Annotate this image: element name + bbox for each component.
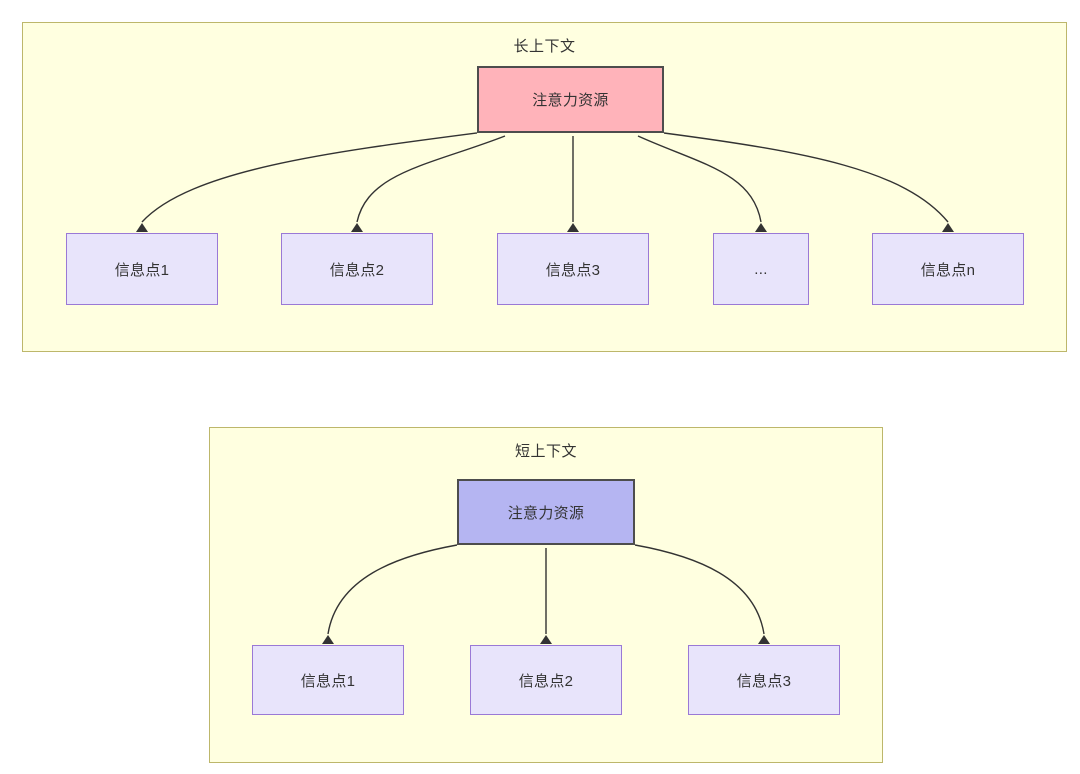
long-context-info-node-1[interactable]: 信息点1 [66,233,218,305]
short-context-attention-node[interactable]: 注意力资源 [457,479,635,545]
short-context-attention-label: 注意力资源 [507,504,585,522]
short-context-info-node-2-label: 信息点2 [518,672,574,690]
long-context-info-node-ellipsis-label: ... [754,260,768,278]
long-context-attention-label: 注意力资源 [532,92,609,109]
long-context-info-node-3[interactable]: 信息点3 [497,233,649,305]
long-context-attention-node[interactable]: 注意力资源 [477,66,664,133]
short-context-info-node-1[interactable]: 信息点1 [252,645,404,715]
short-context-info-node-2[interactable]: 信息点2 [470,645,622,715]
short-context-info-node-1-label: 信息点1 [300,672,356,690]
long-context-info-node-n-label: 信息点n [920,261,976,279]
short-context-info-node-3[interactable]: 信息点3 [688,645,840,715]
short-context-group-title: 短上下文 [514,443,577,460]
long-context-group-title: 长上下文 [513,38,576,55]
long-context-info-node-3-label: 信息点3 [545,261,601,279]
long-context-info-node-2[interactable]: 信息点2 [281,233,433,305]
long-context-info-node-2-label: 信息点2 [329,261,385,279]
long-context-info-node-1-label: 信息点1 [114,261,170,279]
long-context-info-node-n[interactable]: 信息点n [872,233,1024,305]
short-context-info-node-3-label: 信息点3 [736,672,792,690]
long-context-info-node-ellipsis[interactable]: ... [713,233,809,305]
